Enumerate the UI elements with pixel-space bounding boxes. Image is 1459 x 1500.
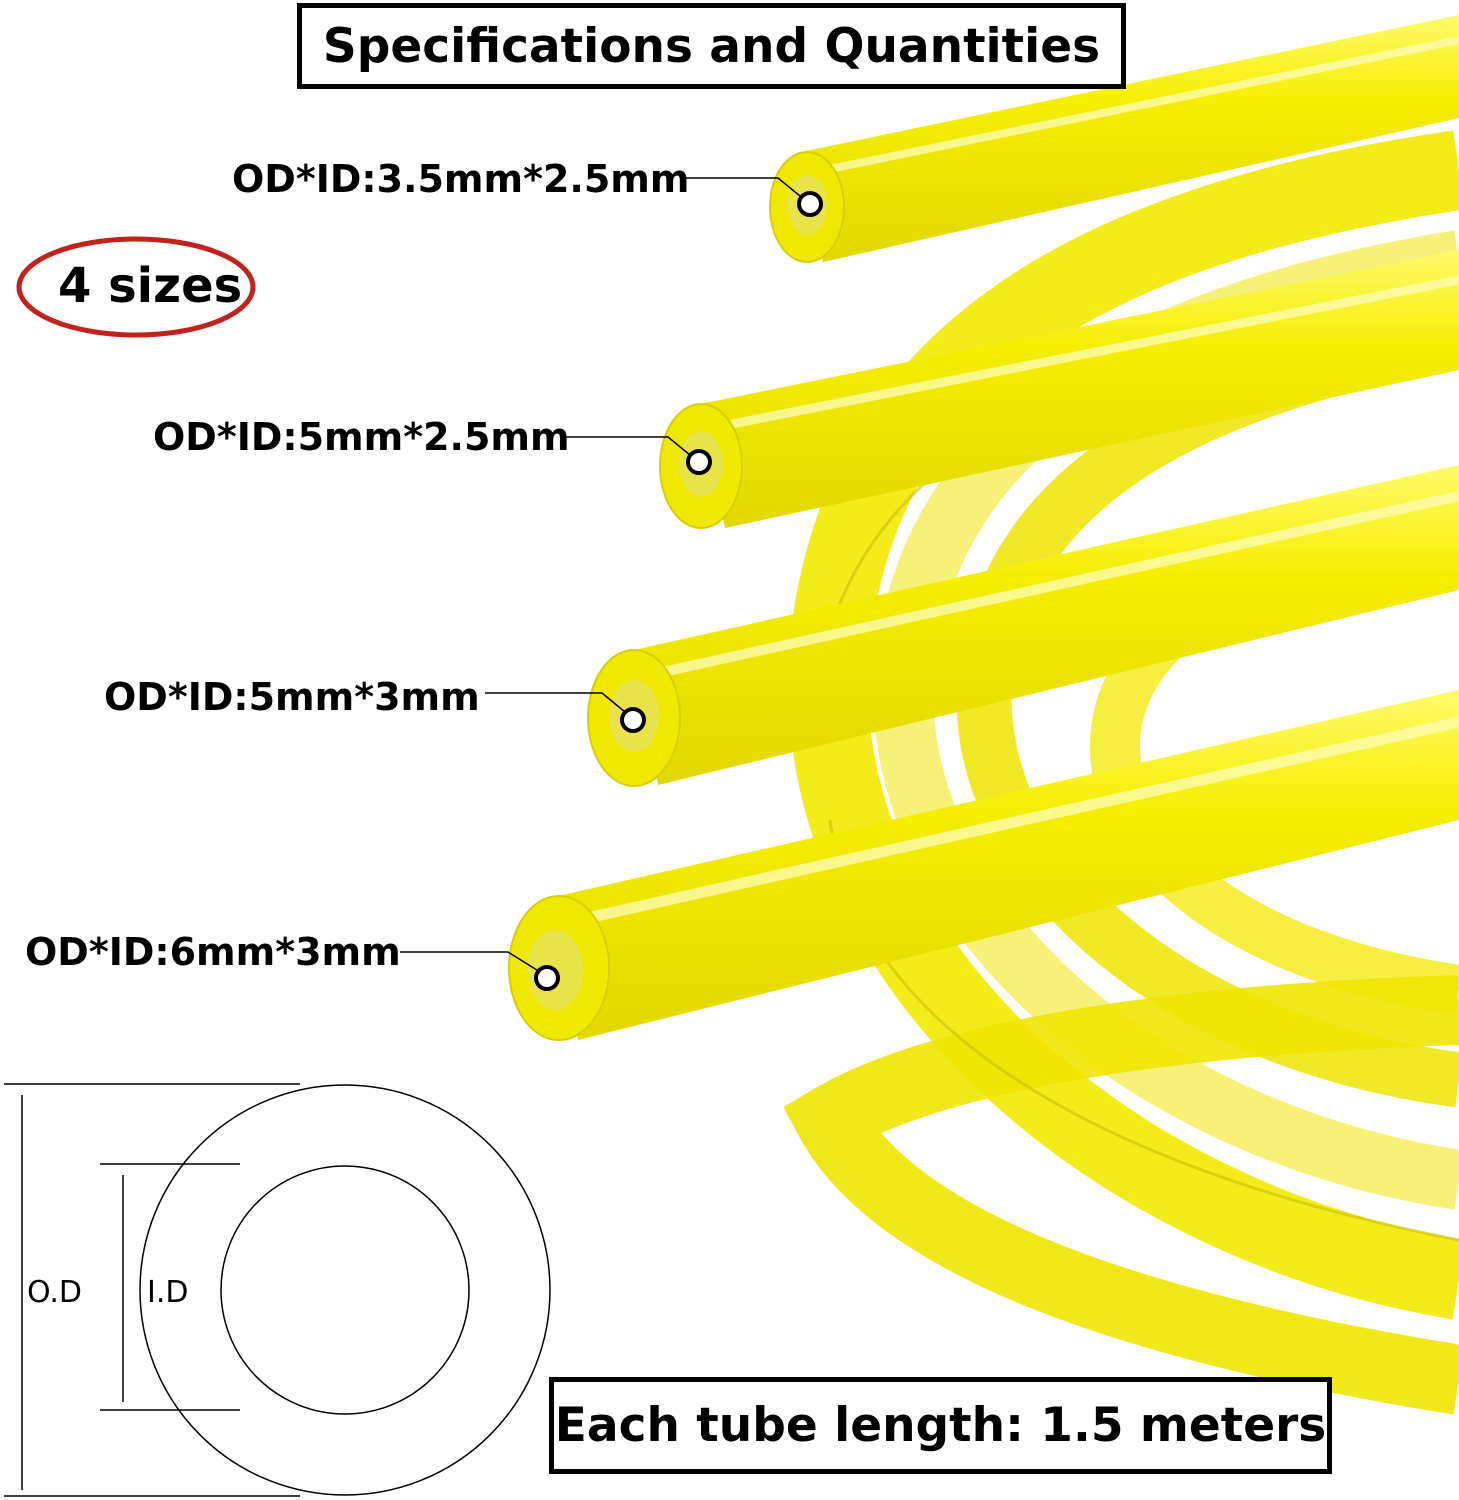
leader-lines bbox=[400, 177, 801, 973]
od-id-diagram bbox=[4, 1083, 551, 1497]
tube-3 bbox=[587, 465, 1459, 787]
page-title: Specifications and Quantities bbox=[322, 18, 1101, 74]
tube-1 bbox=[769, 15, 1459, 263]
sizes-badge-ring bbox=[16, 236, 256, 338]
tube-2 bbox=[659, 250, 1459, 529]
spec-label-3: OD*ID:5mm*3mm bbox=[104, 675, 480, 719]
sizes-badge-text: 4 sizes bbox=[58, 258, 243, 314]
od-label: O.D bbox=[27, 1275, 83, 1310]
id-label: I.D bbox=[147, 1275, 189, 1310]
length-note: Each tube length: 1.5 meters bbox=[554, 1398, 1327, 1453]
spec-label-1: OD*ID:3.5mm*2.5mm bbox=[232, 157, 690, 201]
spec-label-2: OD*ID:5mm*2.5mm bbox=[153, 415, 570, 459]
spec-label-4: OD*ID:6mm*3mm bbox=[25, 930, 401, 974]
tube-4 bbox=[508, 690, 1459, 1041]
title-box: Specifications and Quantities bbox=[297, 3, 1126, 89]
length-box: Each tube length: 1.5 meters bbox=[549, 1377, 1332, 1474]
